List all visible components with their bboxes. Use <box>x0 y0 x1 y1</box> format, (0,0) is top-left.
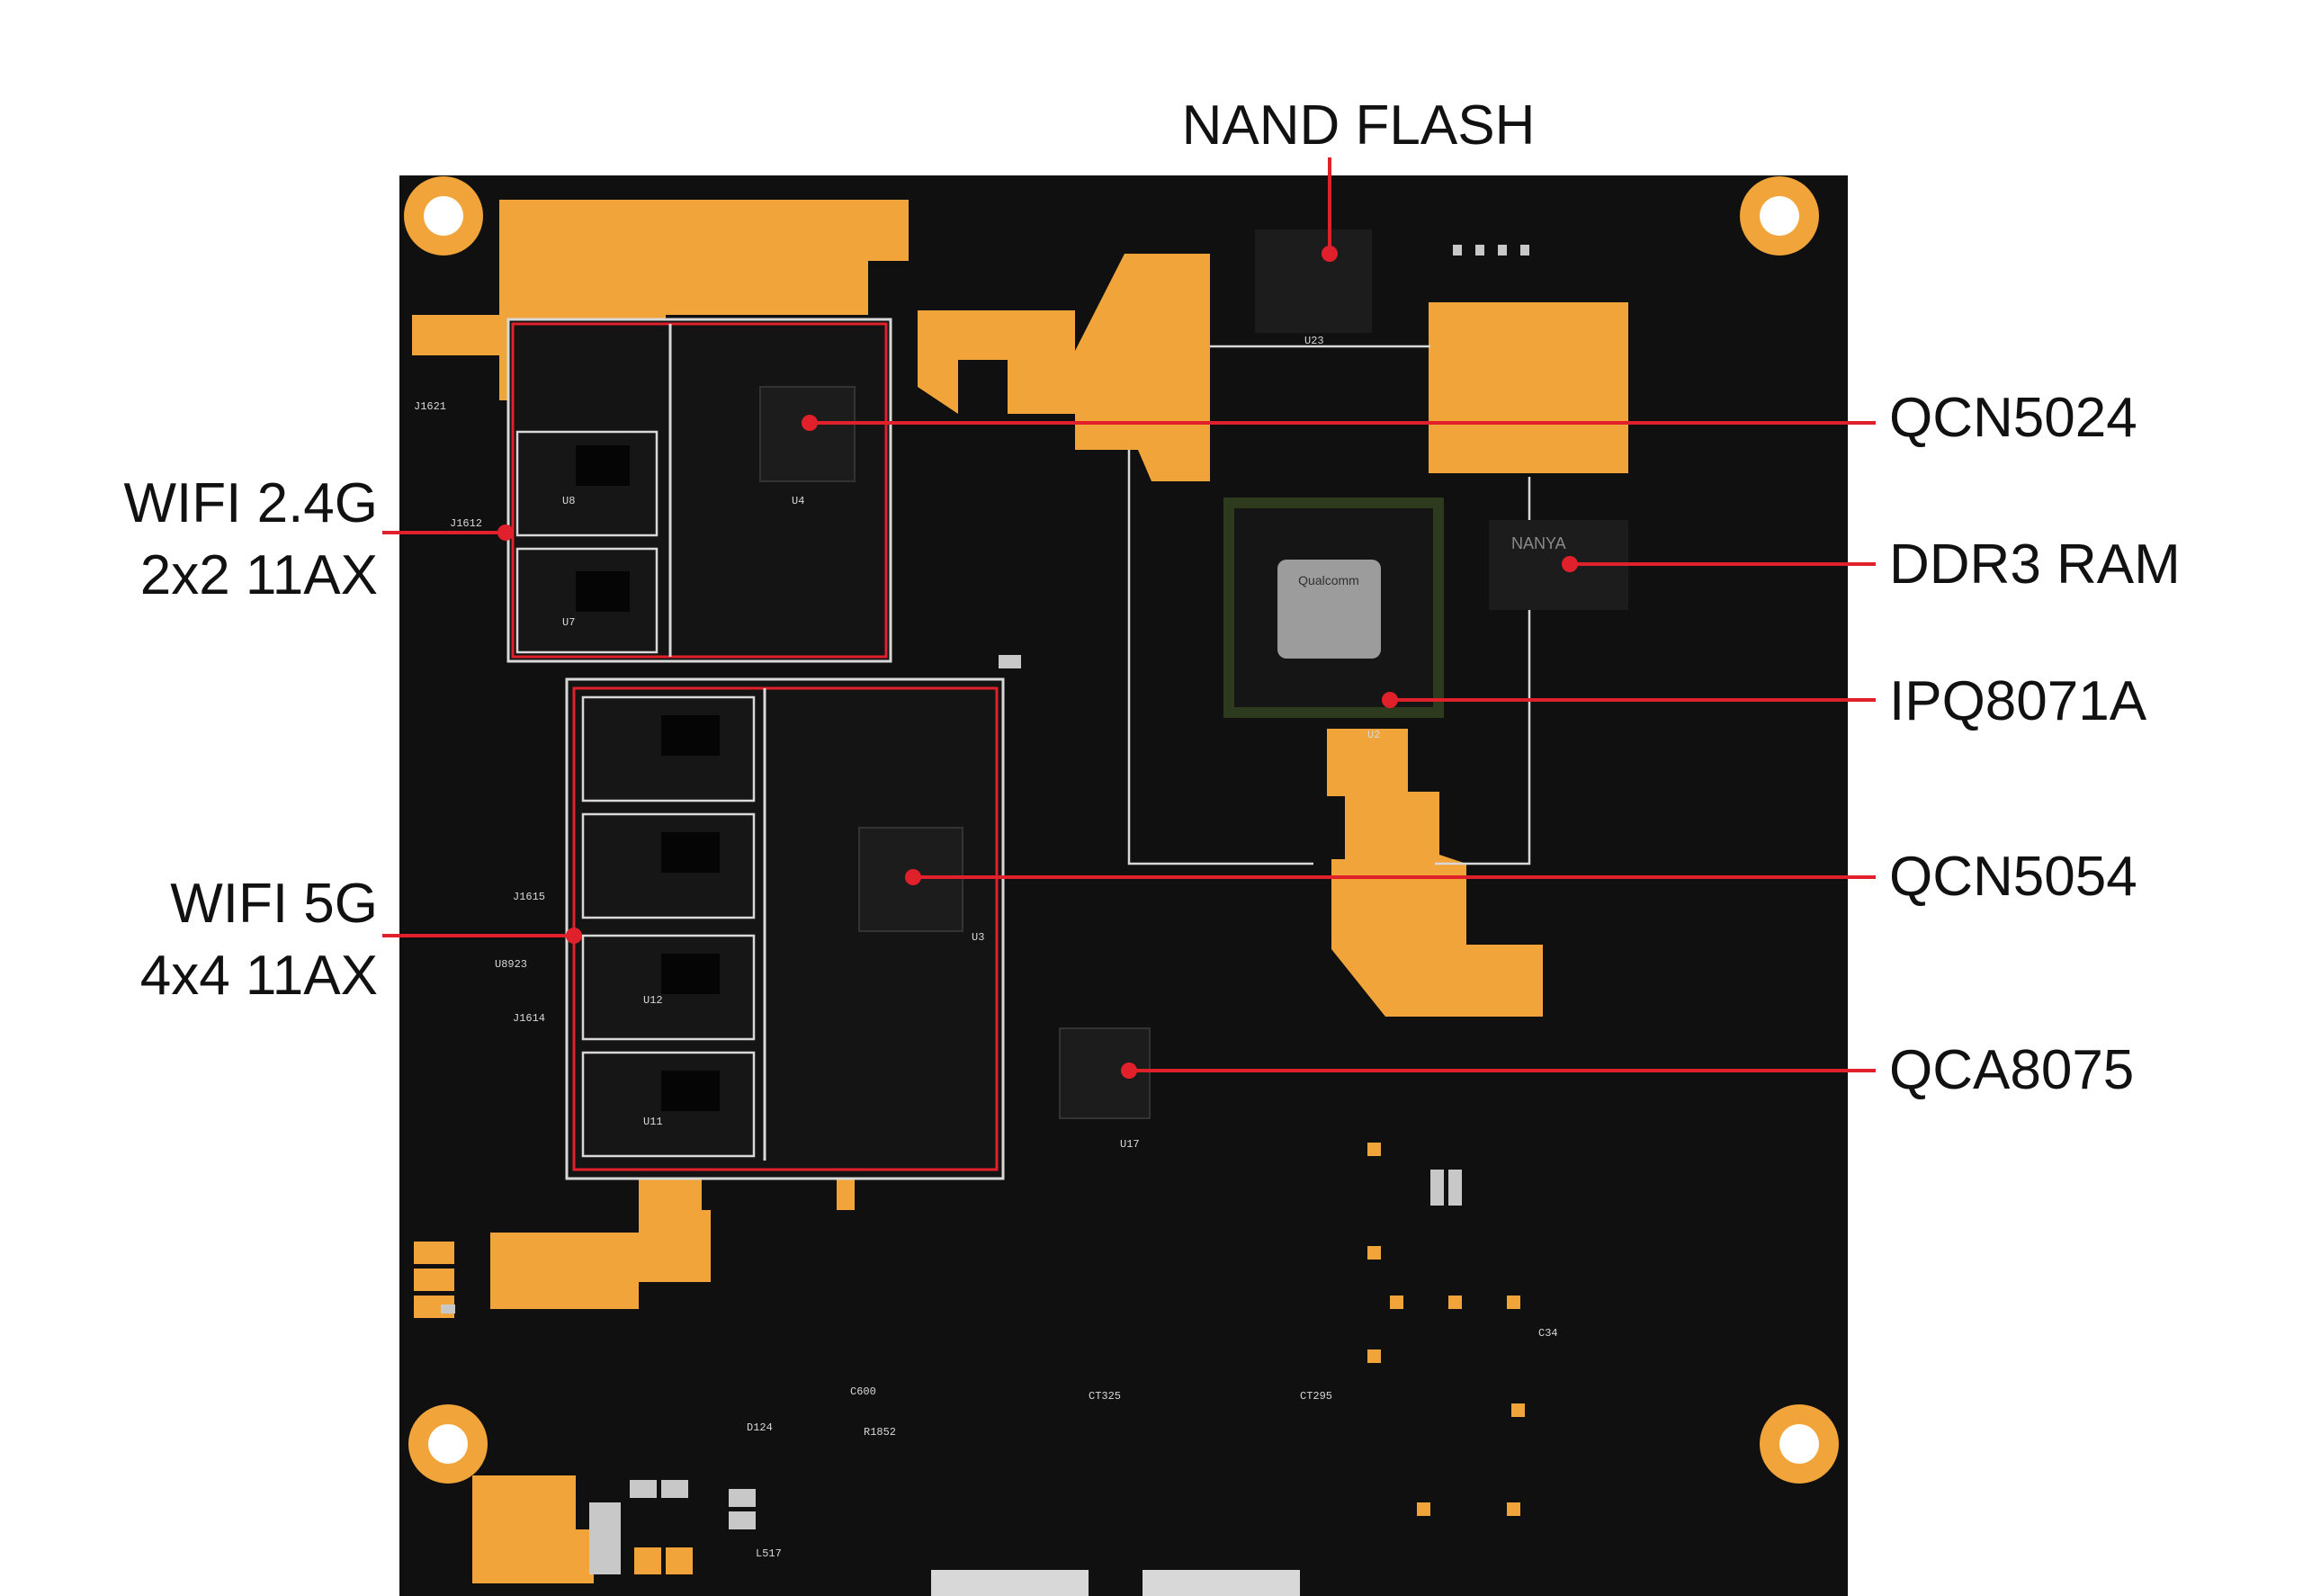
chip-qcn5024 <box>759 386 856 482</box>
ref-c600: C600 <box>850 1385 876 1398</box>
ref-u8: U8 <box>562 495 575 507</box>
copper-pour-bottom-corner <box>472 1475 594 1583</box>
ref-u7: U7 <box>562 616 575 629</box>
ref-j1615: J1615 <box>513 891 545 903</box>
ref-c34: C34 <box>1538 1327 1558 1340</box>
label-wifi-5g-line1: WIFI 5G <box>170 873 378 935</box>
label-ddr3-ram: DDR3 RAM <box>1889 533 2181 596</box>
ddr3-marking: NANYA <box>1511 534 1566 552</box>
ref-u8923: U8923 <box>495 958 527 971</box>
ref-ct295: CT295 <box>1300 1390 1332 1403</box>
label-qca8075: QCA8075 <box>1889 1039 2134 1101</box>
annotations: NAND FLASH QCN5024 DDR3 RAM IPQ8071A QCN… <box>124 94 2181 1101</box>
ref-u3: U3 <box>972 931 984 944</box>
ref-u12: U12 <box>643 994 663 1007</box>
chip-nand-flash <box>1255 229 1372 333</box>
reference-designators: U4 U3 U2 U17 U23 U8 U7 U12 U11 J1612 J16… <box>414 335 1558 1560</box>
wifi-2g-shield <box>506 318 892 663</box>
label-nand-flash: NAND FLASH <box>1182 94 1536 157</box>
ref-u2: U2 <box>1367 729 1380 741</box>
label-wifi-24g-line1: WIFI 2.4G <box>124 472 378 534</box>
bottom-connectors <box>931 1570 1300 1596</box>
ref-ct325: CT325 <box>1089 1390 1121 1403</box>
label-qcn5054: QCN5054 <box>1889 846 2137 908</box>
ref-d124: D124 <box>747 1421 773 1434</box>
ref-j1612: J1612 <box>450 517 482 530</box>
ref-u11: U11 <box>643 1116 663 1128</box>
ref-j1621: J1621 <box>414 400 446 413</box>
label-wifi-5g-line2: 4x4 11AX <box>140 945 378 1007</box>
ref-u23: U23 <box>1304 335 1324 347</box>
chip-ipq8071a: Qualcomm <box>1223 498 1444 718</box>
small-components <box>414 245 1529 1574</box>
ref-l517: L517 <box>756 1547 782 1560</box>
ref-j1614: J1614 <box>513 1012 545 1025</box>
rf-frontend-chips <box>576 445 720 1111</box>
label-qcn5024: QCN5024 <box>1889 387 2137 449</box>
ref-u4: U4 <box>792 495 804 507</box>
label-wifi-24g-line2: 2x2 11AX <box>140 544 378 606</box>
ipq-logo-text: Qualcomm <box>1298 573 1359 587</box>
copper-pour-top-right <box>1429 302 1628 473</box>
ref-r1852: R1852 <box>864 1426 896 1439</box>
ref-u17: U17 <box>1120 1138 1140 1151</box>
mounting-holes <box>404 176 1839 1484</box>
label-ipq8071a: IPQ8071A <box>1889 670 2147 732</box>
copper-pour-center-down <box>1327 729 1543 1017</box>
